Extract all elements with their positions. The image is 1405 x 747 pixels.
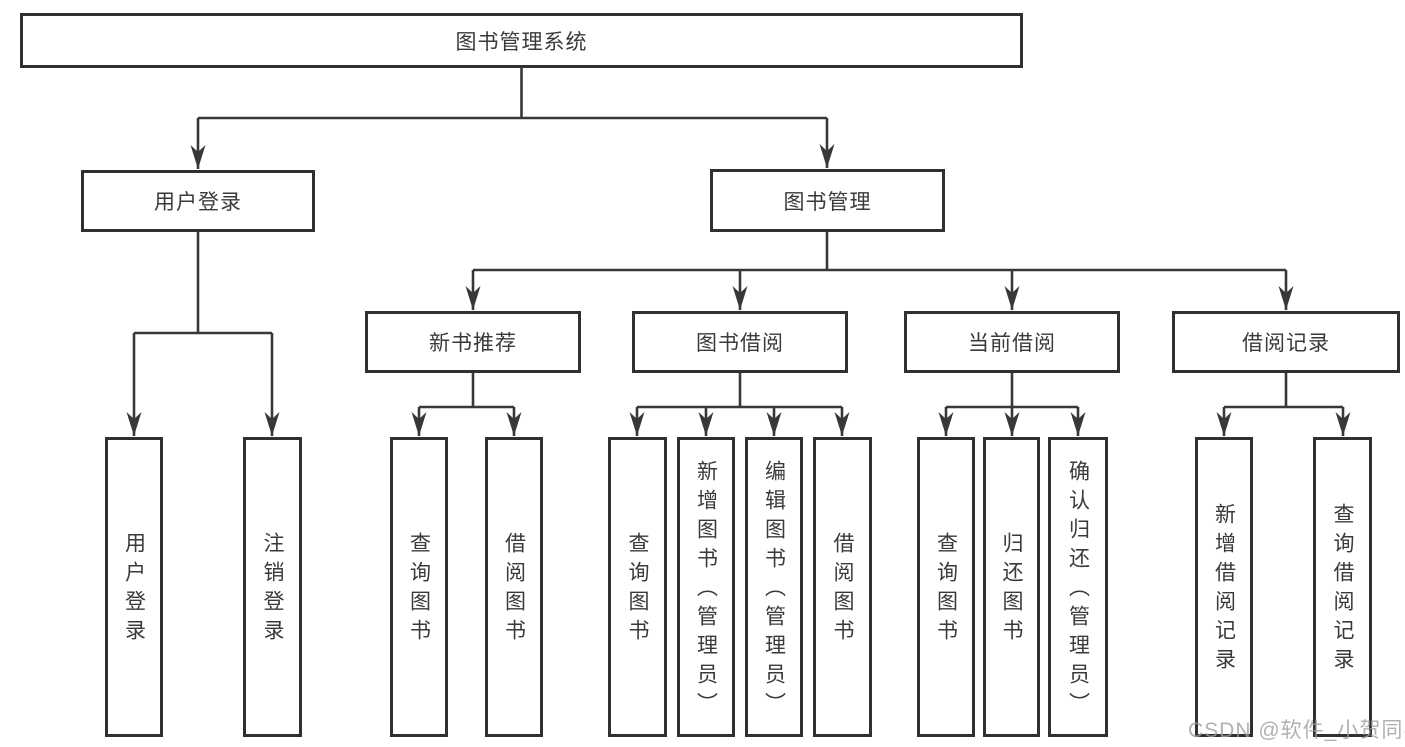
watermark: CSDN @软件_小贺同学 [1188, 719, 1405, 742]
leaf-query-book-1: 查询图书 [390, 437, 448, 737]
leaf-confirm-return-admin: 确认归还（管理员） [1048, 437, 1108, 737]
leaf-query-borrow-record: 查询借阅记录 [1313, 437, 1372, 737]
leaf-edit-book-admin: 编辑图书（管理员） [745, 437, 803, 737]
leaf-return-book: 归还图书 [983, 437, 1040, 737]
node-library-system: 图书管理系统 [20, 13, 1023, 68]
leaf-add-book-admin: 新增图书（管理员） [677, 437, 735, 737]
leaf-add-borrow-record: 新增借阅记录 [1195, 437, 1253, 737]
leaf-borrow-book-2: 借阅图书 [813, 437, 872, 737]
leaf-borrow-book-1: 借阅图书 [485, 437, 543, 737]
leaf-user-login: 用户登录 [105, 437, 163, 737]
leaf-query-book-2: 查询图书 [608, 437, 667, 737]
node-book-management: 图书管理 [710, 169, 945, 232]
node-user-login: 用户登录 [81, 170, 315, 232]
node-borrow-records: 借阅记录 [1172, 311, 1400, 373]
node-new-book-recommend: 新书推荐 [365, 311, 581, 373]
leaf-logout: 注销登录 [243, 437, 302, 737]
node-current-borrow: 当前借阅 [904, 311, 1120, 373]
leaf-query-book-3: 查询图书 [917, 437, 975, 737]
node-book-borrow: 图书借阅 [632, 311, 848, 373]
